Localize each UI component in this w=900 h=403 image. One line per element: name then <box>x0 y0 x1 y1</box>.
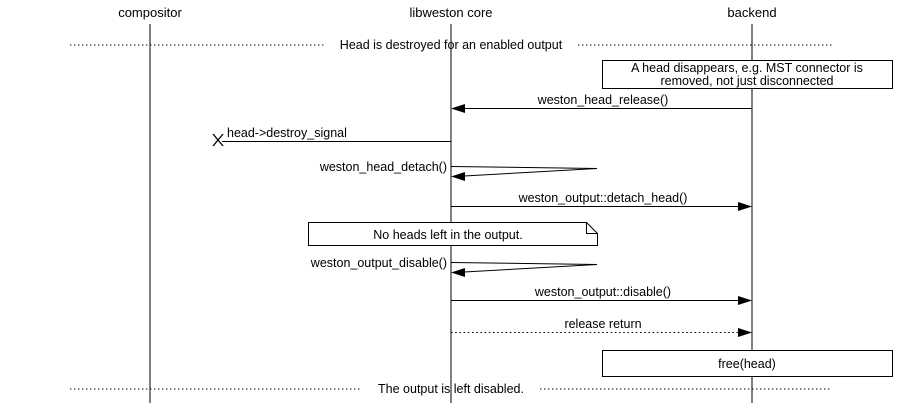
arrowhead-weston-head-release <box>451 104 465 113</box>
arrowhead-detach-head <box>738 202 752 211</box>
note-no-heads-text: No heads left in the output. <box>373 228 522 242</box>
arrowhead-weston-head-detach <box>451 172 465 181</box>
arrowhead-output-disable <box>738 296 752 305</box>
lifeline-label-compositor: compositor <box>118 5 182 20</box>
separator-top-label: Head is destroyed for an enabled output <box>340 38 563 52</box>
lifeline-label-libweston-core: libweston core <box>409 5 492 20</box>
message-label-output-disable: weston_output::disable() <box>534 285 671 299</box>
message-label-weston-head-release: weston_head_release() <box>537 93 669 107</box>
arrowhead-weston-output-disable <box>451 268 465 277</box>
arrowhead-release-return <box>738 328 752 337</box>
note-free-head-text: free(head) <box>718 357 776 371</box>
lost-message-x-icon <box>212 133 224 147</box>
note-free-head-box <box>602 350 893 377</box>
note-head-disappears-line-1: A head disappears, e.g. MST connector is <box>631 61 863 75</box>
note-no-heads-fold <box>586 222 598 234</box>
lifeline-label-backend: backend <box>727 5 776 20</box>
self-message-weston-output-disable <box>450 262 598 277</box>
message-label-release-return: release return <box>564 317 641 331</box>
note-head-disappears-line-2: removed, not just disconnected <box>660 74 833 88</box>
note-no-heads-box <box>308 222 598 246</box>
separator-bottom-label: The output is left disabled. <box>378 382 524 396</box>
self-message-weston-head-detach <box>450 166 598 181</box>
message-label-head-destroy-signal: head->destroy_signal <box>227 126 347 140</box>
message-label-weston-head-detach: weston_head_detach() <box>319 160 447 174</box>
message-label-detach-head: weston_output::detach_head() <box>518 191 688 205</box>
message-label-weston-output-disable: weston_output_disable() <box>310 256 447 270</box>
note-head-disappears-box <box>602 60 893 89</box>
